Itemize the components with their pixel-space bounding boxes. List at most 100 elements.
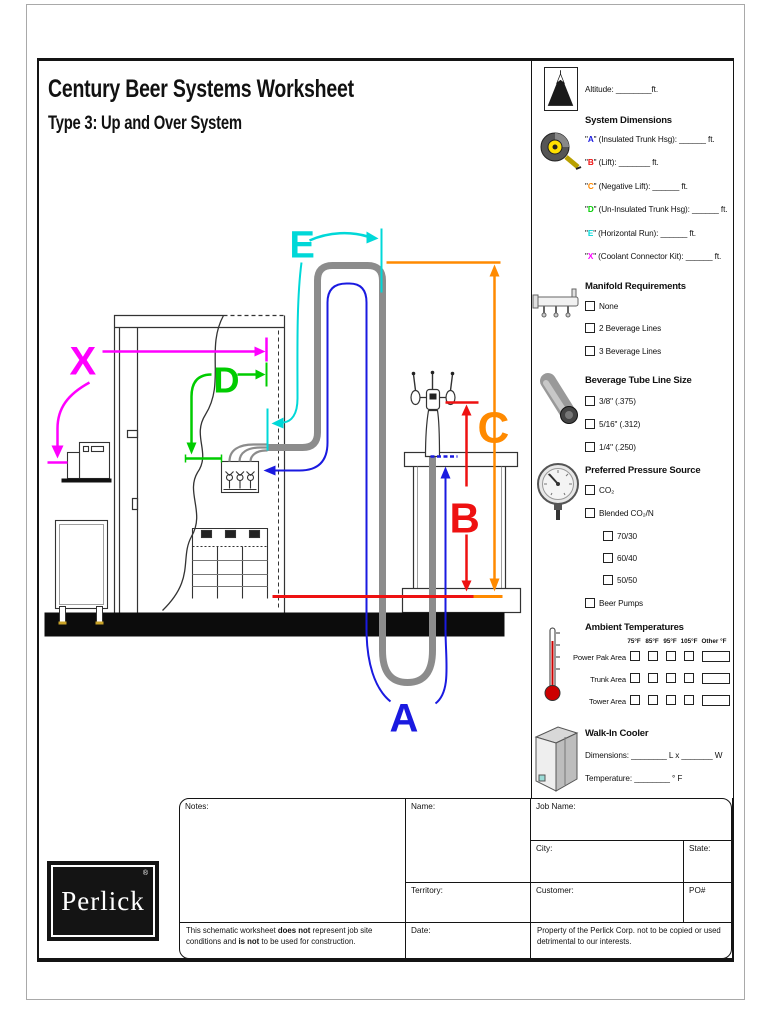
dim-text-e: " (Horizontal Run): ______ ft.	[593, 229, 696, 238]
checkbox-manifold-2-lines[interactable]	[585, 323, 595, 333]
thermometer-icon	[544, 625, 562, 710]
checkbox-tower-105[interactable]	[684, 695, 694, 705]
dim-text-d: " (Un-Insulated Trunk Hsg): ______ ft.	[593, 205, 728, 214]
dim-field-x[interactable]: "X" (Coolant Connector Kit): ______ ft.	[585, 252, 721, 261]
temp-col-105: 105°F	[680, 638, 698, 645]
page-title: Century Beer Systems Worksheet	[48, 75, 354, 103]
draft-tower	[410, 370, 456, 458]
dim-field-a[interactable]: "A" (Insulated Trunk Hsg): ______ ft.	[585, 135, 715, 144]
page-subtitle: Type 3: Up and Over System	[48, 113, 242, 134]
walkin-heading: Walk-In Cooler	[585, 728, 649, 739]
name-label: Name:	[411, 802, 436, 811]
other-temp-input-powerpak[interactable]	[702, 651, 730, 662]
checkbox-powerpak-85[interactable]	[648, 651, 658, 661]
checkbox-tube-375[interactable]	[585, 396, 595, 406]
date-label: Date:	[411, 926, 431, 935]
content-area: Century Beer Systems Worksheet Type 3: U…	[37, 58, 734, 962]
dim-text-a: " (Insulated Trunk Hsg): ______ ft.	[593, 135, 715, 144]
pressure-option-beer-pumps: Beer Pumps	[585, 598, 643, 608]
temp-col-95: 95°F	[663, 638, 677, 645]
pressure-option-co2: CO₂	[585, 485, 614, 495]
disclaimer-cell: This schematic worksheet does not repres…	[180, 922, 405, 958]
label-e: E	[290, 225, 315, 267]
pressure-gauge-icon	[534, 459, 582, 530]
checkbox-70-30[interactable]	[603, 531, 613, 541]
checkbox-manifold-3-lines[interactable]	[585, 346, 595, 356]
dim-field-d[interactable]: "D" (Un-Insulated Trunk Hsg): ______ ft.	[585, 205, 728, 214]
option-label: Beer Pumps	[599, 598, 644, 608]
name-cell[interactable]: Name:	[405, 799, 530, 882]
city-label: City:	[536, 844, 553, 853]
tube-option-312: 5/16" (.312)	[585, 419, 640, 429]
state-cell[interactable]: State:	[683, 840, 731, 882]
checkbox-tower-95[interactable]	[666, 695, 676, 705]
checkbox-tube-312[interactable]	[585, 419, 595, 429]
checkbox-powerpak-95[interactable]	[666, 651, 676, 661]
row-trunk-area: Trunk Area	[590, 675, 626, 684]
other-temp-input-tower[interactable]	[702, 695, 730, 706]
territory-cell[interactable]: Territory:	[405, 882, 530, 922]
registered-mark: ®	[142, 870, 148, 877]
city-cell[interactable]: City:	[530, 840, 683, 882]
option-label: 5/16" (.312)	[599, 419, 641, 429]
customer-label: Customer:	[536, 886, 574, 895]
manifold-option-2lines: 2 Beverage Lines	[585, 323, 661, 333]
temp-col-85: 85°F	[645, 638, 659, 645]
dim-field-b[interactable]: "B" (Lift): _______ ft.	[585, 158, 659, 167]
checkbox-trunk-95[interactable]	[666, 673, 676, 683]
checkbox-manifold-none[interactable]	[585, 301, 595, 311]
territory-label: Territory:	[411, 886, 443, 895]
checkbox-powerpak-105[interactable]	[684, 651, 694, 661]
manifold-option-3lines: 3 Beverage Lines	[585, 346, 661, 356]
pressure-option-6040: 60/40	[603, 553, 637, 563]
date-cell[interactable]: Date:	[405, 922, 530, 958]
quote: "	[585, 252, 588, 261]
altitude-field[interactable]: Altitude: ________ft.	[585, 85, 659, 94]
checkbox-tower-75[interactable]	[630, 695, 640, 705]
checkbox-beer-pumps[interactable]	[585, 598, 595, 608]
letter-c: C	[587, 182, 594, 191]
tube-size-heading: Beverage Tube Line Size	[585, 375, 692, 386]
coupler-manifold	[220, 460, 260, 494]
pressure-option-blended: Blended CO₂/N	[585, 508, 654, 518]
letter-d: D	[587, 205, 594, 214]
option-label: None	[599, 301, 619, 311]
system-dimensions-heading: System Dimensions	[585, 115, 672, 126]
notes-cell[interactable]: Notes:	[180, 799, 405, 922]
quote: "	[585, 182, 588, 191]
option-label: CO₂	[599, 485, 615, 495]
checkbox-powerpak-75[interactable]	[630, 651, 640, 661]
page-frame	[26, 4, 745, 1000]
checkbox-blended-co2n[interactable]	[585, 508, 595, 518]
dim-text-c: " (Negative Lift): ______ ft.	[593, 182, 688, 191]
dim-field-e[interactable]: "E" (Horizontal Run): ______ ft.	[585, 229, 696, 238]
checkbox-trunk-85[interactable]	[648, 673, 658, 683]
job-name-cell[interactable]: Job Name:	[530, 799, 731, 840]
label-a: A	[390, 697, 419, 741]
customer-cell[interactable]: Customer:	[530, 882, 683, 922]
checkbox-co2[interactable]	[585, 485, 595, 495]
checkbox-50-50[interactable]	[603, 575, 613, 585]
checkbox-tower-85[interactable]	[648, 695, 658, 705]
other-temp-input-trunk[interactable]	[702, 673, 730, 684]
notes-label: Notes:	[185, 802, 209, 811]
option-label: 1/4" (.250)	[599, 442, 636, 452]
title-block: Century Beer Systems Worksheet Type 3: U…	[48, 75, 440, 135]
walkin-dimensions-field[interactable]: Dimensions: ________ L x _______ W	[585, 751, 723, 760]
perlick-logo-frame: Perlick ®	[51, 865, 155, 937]
dim-text-x: " (Coolant Connector Kit): ______ ft.	[593, 252, 722, 261]
po-cell[interactable]: PO#	[683, 882, 731, 922]
walkin-temperature-field[interactable]: Temperature: ________ ° F	[585, 774, 683, 783]
checkbox-trunk-105[interactable]	[684, 673, 694, 683]
dim-text-b: " (Lift): _______ ft.	[593, 158, 659, 167]
dim-field-c[interactable]: "C" (Negative Lift): ______ ft.	[585, 182, 688, 191]
label-x: X	[70, 340, 97, 384]
checkbox-60-40[interactable]	[603, 553, 613, 563]
option-label: 3 Beverage Lines	[599, 346, 662, 356]
checkbox-tube-250[interactable]	[585, 442, 595, 452]
checkbox-trunk-75[interactable]	[630, 673, 640, 683]
label-b: B	[450, 495, 480, 542]
state-label: State:	[689, 844, 711, 853]
quote: "	[585, 205, 588, 214]
trunk-fan-arcs	[228, 443, 268, 462]
